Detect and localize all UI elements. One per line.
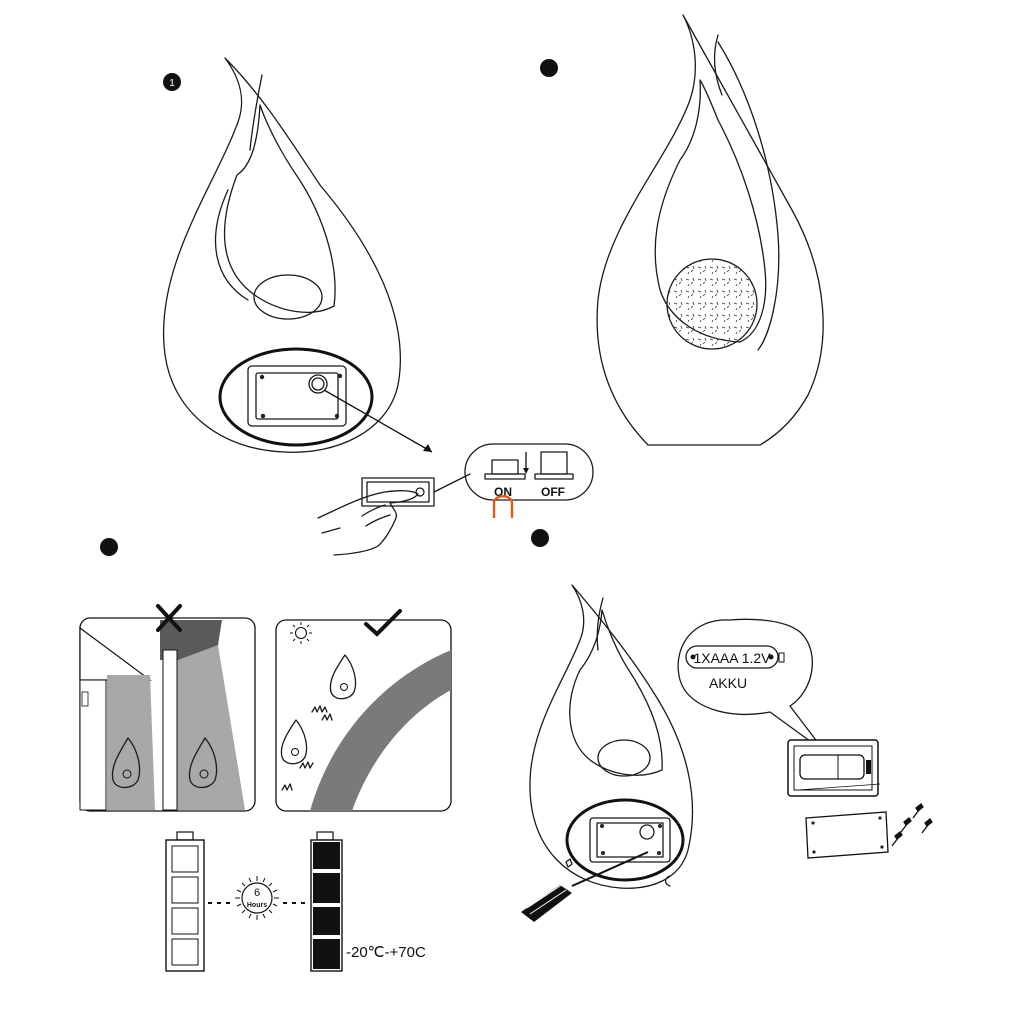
step-3-marker <box>100 538 118 556</box>
battery-info-callout: 1XAAA 1.2V AKKU <box>677 618 826 753</box>
zoom-arrow <box>323 389 433 453</box>
aaa-battery <box>799 754 865 780</box>
crackle-glass-ball <box>666 258 758 350</box>
step-3-panel: 6 Hours -20℃-+70C <box>79 538 452 972</box>
battery-kind-label: AKKU <box>709 675 747 691</box>
step-4-marker <box>531 529 549 547</box>
step-4-panel: 1XAAA 1.2V AKKU <box>521 529 933 922</box>
step-1-marker: 1 <box>163 73 181 91</box>
battery-full-icon <box>310 831 343 972</box>
power-switch-button[interactable] <box>308 374 328 394</box>
on-position-indicator <box>492 495 514 518</box>
loose-screws-icon <box>891 803 933 847</box>
shaded-location-scene <box>79 604 256 812</box>
charge-hours-unit: Hours <box>247 902 267 909</box>
svg-text:1: 1 <box>169 78 175 89</box>
wrong-x-icon <box>156 604 182 632</box>
step-1-panel: 1 <box>162 57 594 556</box>
base-panel-highlight-ring <box>218 347 374 447</box>
six-hours-sun-icon: 6 Hours <box>235 876 279 920</box>
flame-lamp-front-view <box>162 57 401 453</box>
switch-on-label: ON <box>494 485 512 499</box>
battery-cover-plate <box>805 811 889 859</box>
switch-off-label: OFF <box>541 485 565 499</box>
charge-hours-value: 6 <box>254 887 260 899</box>
sunny-location-scene <box>275 609 452 812</box>
flame-lamp-lit-view <box>596 14 824 446</box>
step-2-marker <box>540 59 558 77</box>
battery-type-label: 1XAAA 1.2V <box>693 650 771 666</box>
sun-icon <box>290 622 312 644</box>
step-2-panel <box>540 14 824 446</box>
screwdriver-icon <box>521 851 649 922</box>
flame-lamp-rear-view <box>529 584 694 889</box>
hand-pressing-switch <box>317 477 435 556</box>
operating-temperature-range: -20℃-+70C <box>346 944 426 961</box>
correct-check-icon <box>364 609 402 637</box>
switch-detail-callout: ON OFF <box>464 443 594 518</box>
battery-empty-icon <box>165 831 205 972</box>
battery-compartment <box>787 739 881 797</box>
